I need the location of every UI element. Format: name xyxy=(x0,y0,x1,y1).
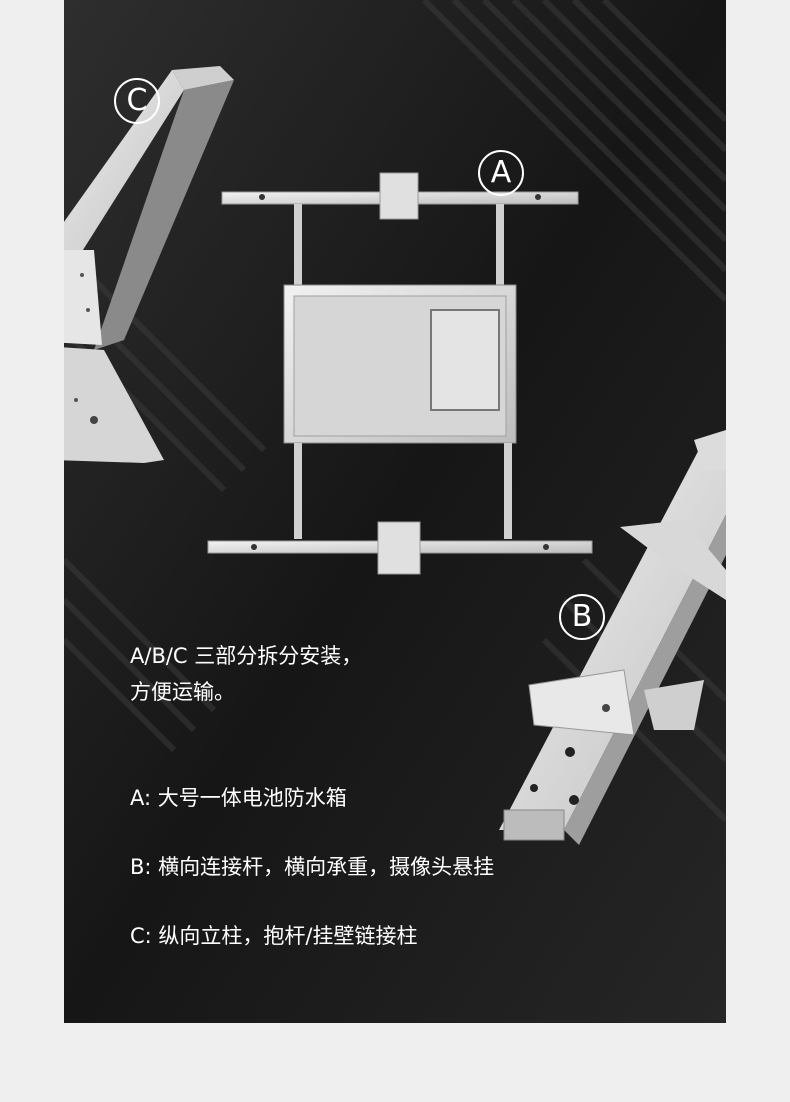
intro-line-2: 方便运输。 xyxy=(130,680,235,704)
part-a-frame xyxy=(207,172,593,575)
part-a-label: A xyxy=(478,150,524,196)
product-illustration xyxy=(64,0,726,1023)
item-c-description: C: 纵向立柱，抱杆/挂壁链接柱 xyxy=(130,924,418,948)
product-panel: C A B A/B/C 三部分拆分安装， 方便运输。 A: 大号一体电池防水箱 … xyxy=(64,0,726,1023)
item-a-description: A: 大号一体电池防水箱 xyxy=(130,786,347,810)
part-c-post xyxy=(64,66,234,463)
intro-line-1: A/B/C 三部分拆分安装， xyxy=(130,644,363,668)
item-b-description: B: 横向连接杆，横向承重，摄像头悬挂 xyxy=(130,855,495,879)
part-c-label: C xyxy=(114,78,160,124)
part-b-label: B xyxy=(559,594,605,640)
part-b-bar xyxy=(499,430,726,845)
